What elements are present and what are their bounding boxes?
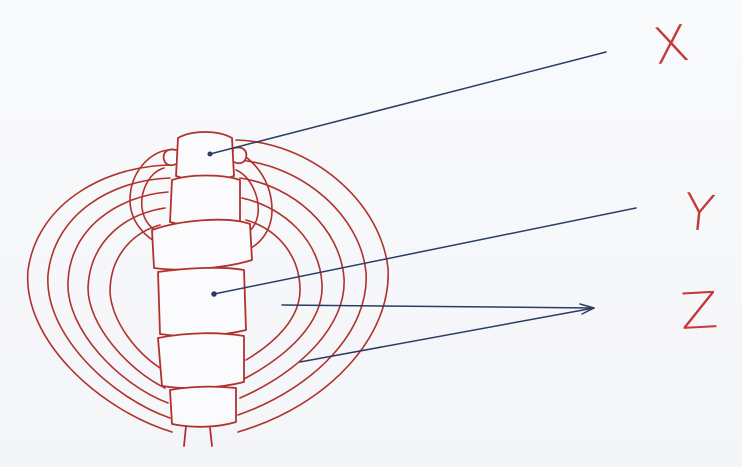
leader-line-z-lower (300, 308, 594, 362)
rib-arc-2 (48, 178, 170, 418)
rib-arc-3 (68, 192, 168, 403)
label-z: Z (679, 285, 719, 337)
vertebra-1 (176, 132, 234, 181)
label-x: X (650, 18, 693, 73)
rib-arc-right-5 (246, 220, 300, 360)
vertebra-5 (158, 333, 244, 388)
vertebra-2 (170, 176, 240, 227)
leader-line-x (210, 52, 606, 154)
rib-arc-right-3 (240, 178, 344, 398)
inner-loop-left-2 (142, 168, 164, 232)
spine-tail (184, 426, 212, 446)
leader-dot-x (208, 152, 212, 156)
label-y: Y (681, 187, 717, 240)
leader-line-y (214, 208, 636, 294)
vertebra-1-wing-right (234, 147, 246, 163)
leader-line-z-upper (282, 305, 594, 308)
leader-dot-y (212, 292, 216, 296)
vertebra-3-wide (152, 220, 252, 270)
vertebra-1-wing-left (164, 149, 176, 165)
vertebra-4 (158, 268, 246, 336)
vertebra-6 (170, 387, 236, 427)
